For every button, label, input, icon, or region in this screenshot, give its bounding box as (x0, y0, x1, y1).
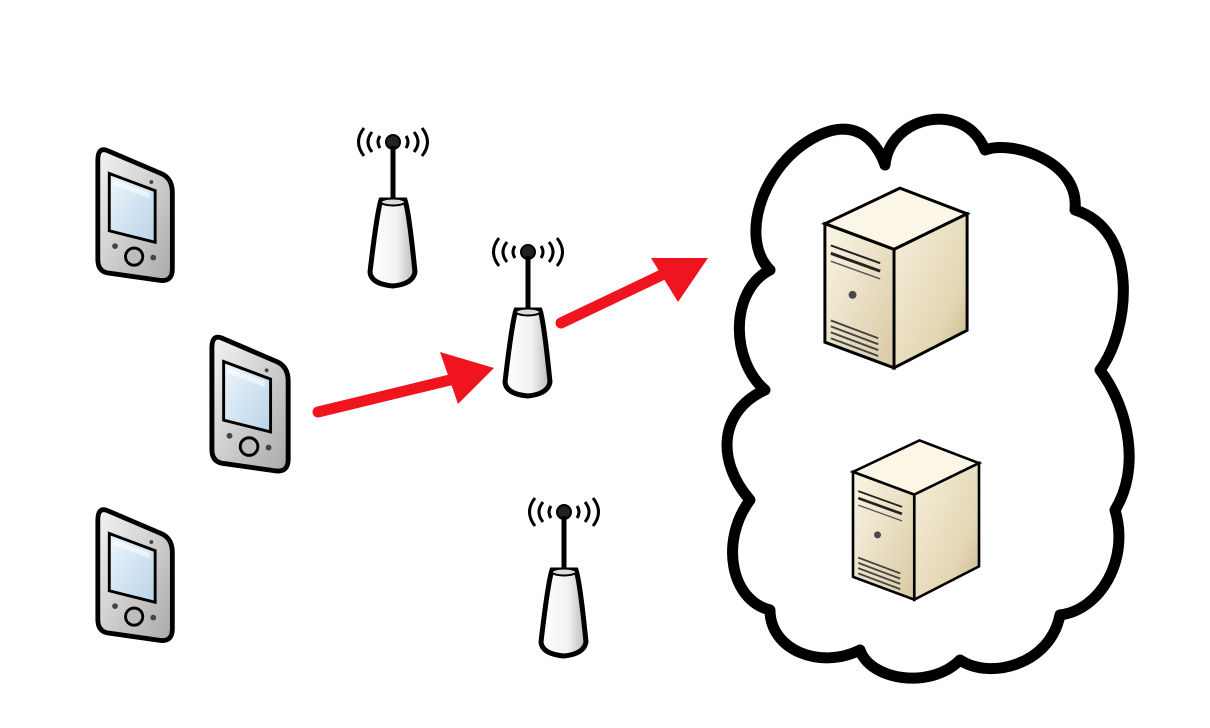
server-icon (851, 439, 981, 601)
cloud-icon (721, 113, 1135, 684)
arrow-icon (312, 352, 494, 418)
wireless-tower-icon (530, 498, 599, 656)
handheld-device-icon (98, 150, 173, 281)
arrow-icon (555, 258, 708, 329)
wireless-tower-icon (494, 238, 563, 396)
handheld-device-icon (212, 337, 288, 471)
wireless-tower-icon (359, 128, 428, 286)
handheld-device-icon (98, 510, 173, 641)
server-icon (823, 186, 969, 370)
